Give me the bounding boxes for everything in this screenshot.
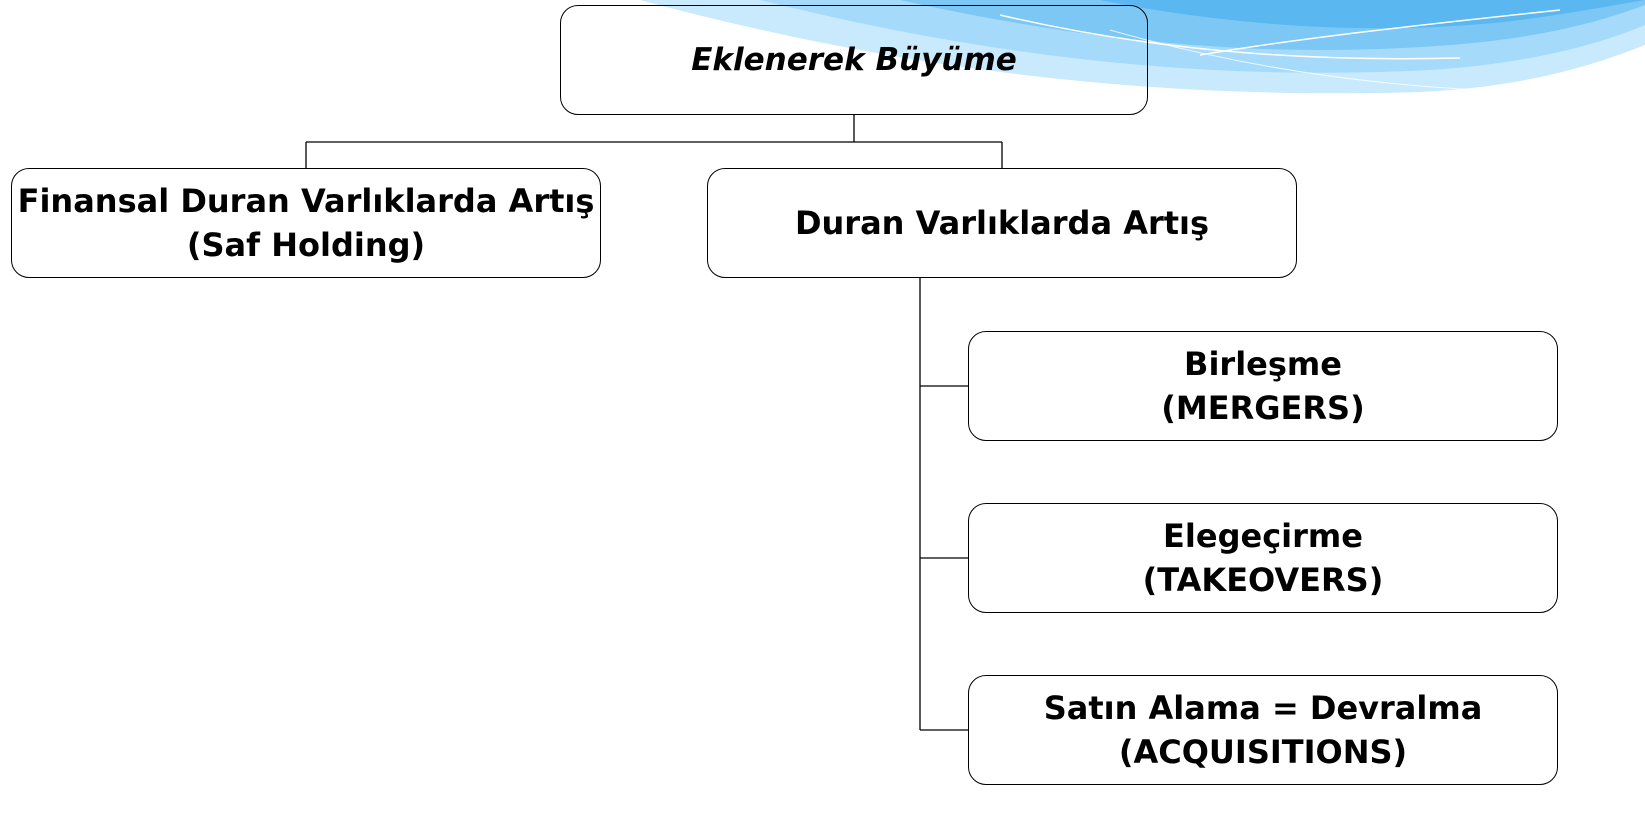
connector-lines bbox=[305, 115, 1003, 731]
takeovers-subtitle: (TAKEOVERS) bbox=[1142, 561, 1384, 599]
acquisitions-subtitle: (ACQUISITIONS) bbox=[1118, 733, 1408, 771]
financial-assets-node: Finansal Duran Varlıklarda Artış (Saf Ho… bbox=[11, 168, 601, 278]
takeovers-title: Elegeçirme bbox=[1163, 517, 1363, 555]
acquisitions-node: Satın Alama = Devralma (ACQUISITIONS) bbox=[968, 675, 1558, 785]
acquisitions-title: Satın Alama = Devralma bbox=[1043, 689, 1483, 727]
financial-assets-title: Finansal Duran Varlıklarda Artış bbox=[17, 182, 595, 220]
mergers-node: Birleşme (MERGERS) bbox=[968, 331, 1558, 441]
fixed-assets-label: Duran Varlıklarda Artış bbox=[794, 204, 1210, 242]
mergers-subtitle: (MERGERS) bbox=[1161, 389, 1365, 427]
takeovers-node: Elegeçirme (TAKEOVERS) bbox=[968, 503, 1558, 613]
financial-assets-subtitle: (Saf Holding) bbox=[186, 226, 426, 264]
wave-decoration bbox=[640, 0, 1645, 94]
fixed-assets-node: Duran Varlıklarda Artış bbox=[707, 168, 1297, 278]
mergers-title: Birleşme bbox=[1184, 345, 1342, 383]
root-node-label: Eklenerek Büyüme bbox=[691, 42, 1017, 78]
root-node: Eklenerek Büyüme bbox=[560, 5, 1148, 115]
